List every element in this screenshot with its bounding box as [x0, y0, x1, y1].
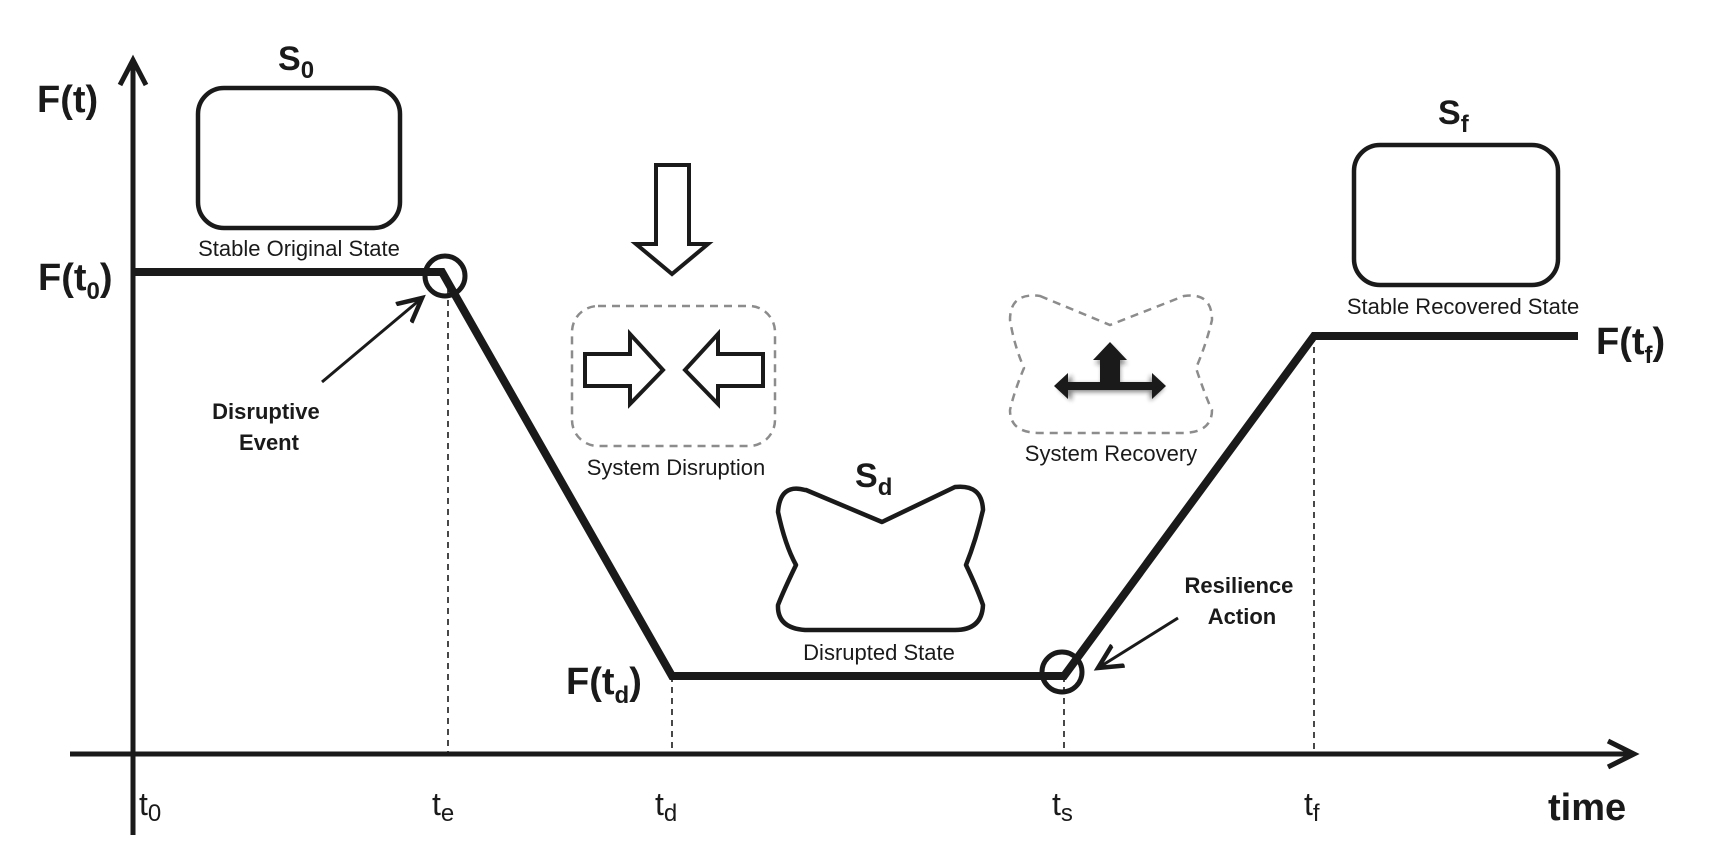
- disruptive-event-label: Disruptive Event: [212, 399, 326, 455]
- resilience-action-marker: [1039, 649, 1085, 695]
- level-f-td: F(td): [566, 661, 642, 709]
- resilience-action-pointer: [1098, 616, 1179, 668]
- state-s0-box: [195, 85, 403, 231]
- tick-ts: ts: [1052, 786, 1073, 827]
- hollow-down-arrow-icon: [630, 163, 714, 277]
- state-sf-caption: Stable Recovered State: [1347, 294, 1579, 319]
- x-axis-arrowhead: [1606, 738, 1640, 770]
- disruptive-event-annotation: Disruptive Event: [212, 298, 422, 455]
- x-axis-label: time: [1548, 787, 1626, 829]
- tick-te: te: [432, 786, 454, 827]
- performance-curve: [133, 268, 1578, 680]
- system-disruption: System Disruption: [570, 163, 777, 480]
- inward-arrows-icon: [583, 328, 765, 409]
- y-axis-arrowhead: [117, 54, 149, 87]
- disruptive-event-marker: [422, 253, 468, 299]
- tick-t0: t0: [139, 786, 161, 827]
- system-disruption-caption: System Disruption: [587, 455, 766, 480]
- time-guides: [447, 278, 1315, 754]
- state-s0-caption: Stable Original State: [198, 236, 400, 261]
- level-f-t0: F(t0): [38, 257, 113, 305]
- state-sf-symbol: Sf: [1438, 94, 1470, 138]
- state-sd-caption: Disrupted State: [803, 640, 955, 665]
- system-recovery: System Recovery: [1008, 294, 1214, 466]
- y-axis-label: F(t): [37, 79, 98, 121]
- resilience-action-annotation: Resilience Action: [1098, 573, 1300, 668]
- disruption-dashed-box: [570, 304, 777, 448]
- system-recovery-caption: System Recovery: [1025, 441, 1197, 466]
- tick-td: td: [655, 786, 677, 827]
- state-s0-symbol: S0: [278, 40, 314, 84]
- level-f-tf: F(tf): [1596, 321, 1665, 369]
- outward-arrows-icon: [1054, 342, 1166, 401]
- state-sd-symbol: Sd: [855, 457, 892, 501]
- state-sf-box: [1351, 142, 1561, 288]
- state-sd: Sd Disrupted State: [775, 457, 986, 665]
- tick-tf: tf: [1304, 786, 1320, 827]
- state-s0: S0 Stable Original State: [195, 40, 403, 261]
- state-sf: Sf Stable Recovered State: [1347, 94, 1579, 319]
- disruptive-event-pointer: [321, 298, 422, 384]
- axes: [70, 54, 1640, 835]
- resilience-action-label: Resilience Action: [1185, 573, 1300, 629]
- state-sd-shape: [775, 484, 986, 633]
